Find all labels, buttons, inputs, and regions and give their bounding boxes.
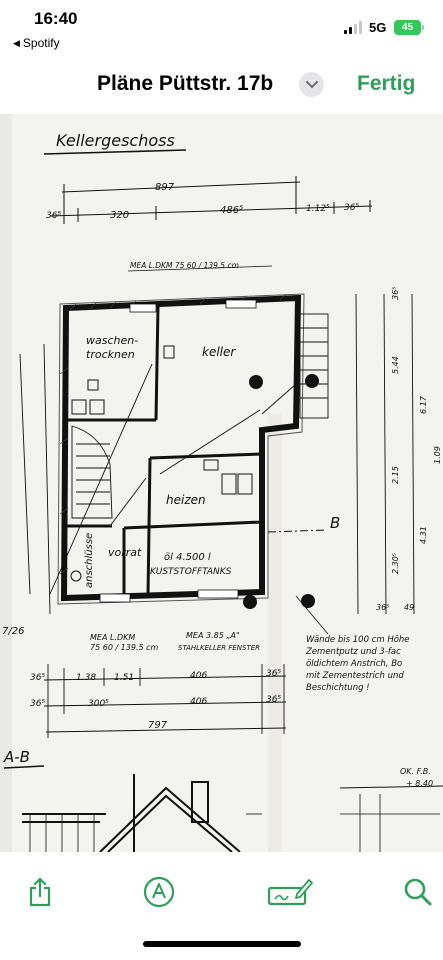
markup-button[interactable] [139,872,179,912]
plan-heading: Kellergeschoss [56,131,175,150]
dim-row1-1: 1.38 [76,673,96,683]
dim-row1-2: 1.51 [114,673,134,683]
right-note: OK. F.B. [400,767,431,776]
dim-1125: 1.12⁵ [306,204,330,214]
steel-window-label: STAHLKELLER FENSTER [178,644,260,652]
network-type: 5G [369,20,387,35]
note-line-4: Beschichtung ! [306,683,370,693]
room-keller: keller [202,345,236,359]
right-dim-1: 5.44 [391,356,400,374]
back-app-label: Spotify [22,36,60,50]
dim-row2-3: 36⁵ [266,695,281,705]
signature-button[interactable] [266,872,314,912]
share-icon [29,877,51,907]
room-heizen: heizen [166,493,206,507]
battery-icon: 45 [394,20,421,35]
battery-level: 45 [401,22,414,33]
share-button[interactable] [20,872,60,912]
note-line-0: Wände bis 100 cm Höhe [306,635,410,645]
dim-total-top: 897 [155,182,175,193]
dim-total-bottom: 797 [148,720,168,731]
dim-row2-0: 36⁵ [30,699,45,709]
signature-icon [267,879,313,906]
chevron-down-icon [305,80,318,88]
document-view[interactable]: Kellergeschoss 897 36⁵ 320 486⁵ 1.12⁵ 36… [0,114,443,852]
right-dim-3: 1.09 [433,446,442,464]
navigation-bar: Pläne Püttstr. 17b Fertig [0,60,443,112]
right-dim-2: 6.17 [419,395,428,414]
mea-bottom-label-2: 75 60 / 139.5 cm [90,643,159,652]
dim-365-right: 36⁵ [344,203,359,213]
room-tanks: KUSTSTOFFTANKS [150,567,232,577]
search-button[interactable] [398,872,438,912]
floor-plan-scan: Kellergeschoss 897 36⁵ 320 486⁵ 1.12⁵ 36… [0,114,443,852]
home-indicator[interactable] [143,941,301,947]
done-button[interactable]: Fertig [357,72,416,95]
mea-window-label: MEA 3.85 „A" [186,631,240,640]
markup-pen-icon [143,876,175,908]
room-oel: öl 4.500 l [164,552,211,563]
battery-cap [422,25,424,30]
dim-row2-1: 300⁵ [88,699,109,709]
room-waschen: waschen- [86,334,138,347]
mea-bottom-label: MEA L.DKM [90,633,135,642]
cellular-signal-icon [344,21,362,34]
status-bar: 16:40 ◀ Spotify 5G 45 [0,0,443,60]
right-dim-5: 4.31 [419,526,428,544]
dim-365-left: 36⁵ [46,211,61,221]
right-dim-6: 2.30⁵ [391,553,400,574]
room-trocknen: trocknen [86,348,135,361]
room-vorrat: vorrat [108,546,142,559]
left-dim-726: 7/26 [2,626,24,637]
search-icon [404,878,432,906]
dim-320: 320 [110,210,129,221]
right-note-2: + 8.40 [406,779,433,788]
note-line-1: Zementputz und 3-fac [305,647,401,657]
dim-486: 486⁵ [220,205,243,216]
back-triangle-icon: ◀ [13,37,20,48]
dim-row1-3: 406 [190,671,207,681]
right-dim-7: 36⁵ [376,603,389,612]
right-dim-4: 2.15 [391,466,400,484]
section-label-ab: A-B [3,748,30,766]
status-time: 16:40 [34,9,78,28]
note-line-3: mit Zementestrich und [306,671,404,681]
title-menu-button[interactable] [299,72,324,97]
right-dim-0: 36⁵ [391,287,400,300]
right-dim-8: 49 [404,603,414,612]
back-to-app-link[interactable]: ◀ Spotify [13,36,60,50]
dim-row2-2: 406 [190,697,207,707]
dim-row1-4: 36⁵ [266,669,281,679]
document-title[interactable]: Pläne Püttstr. 17b [97,72,274,95]
mea-top-label: MEA L.DKM 75 60 / 139.5 cm [130,261,239,270]
dim-row1-0: 36⁵ [30,673,45,683]
section-label-b: B [330,514,340,532]
room-anschluesse: anschlüsse [84,533,95,588]
note-line-2: öldichtem Anstrich, Bo [306,659,402,669]
